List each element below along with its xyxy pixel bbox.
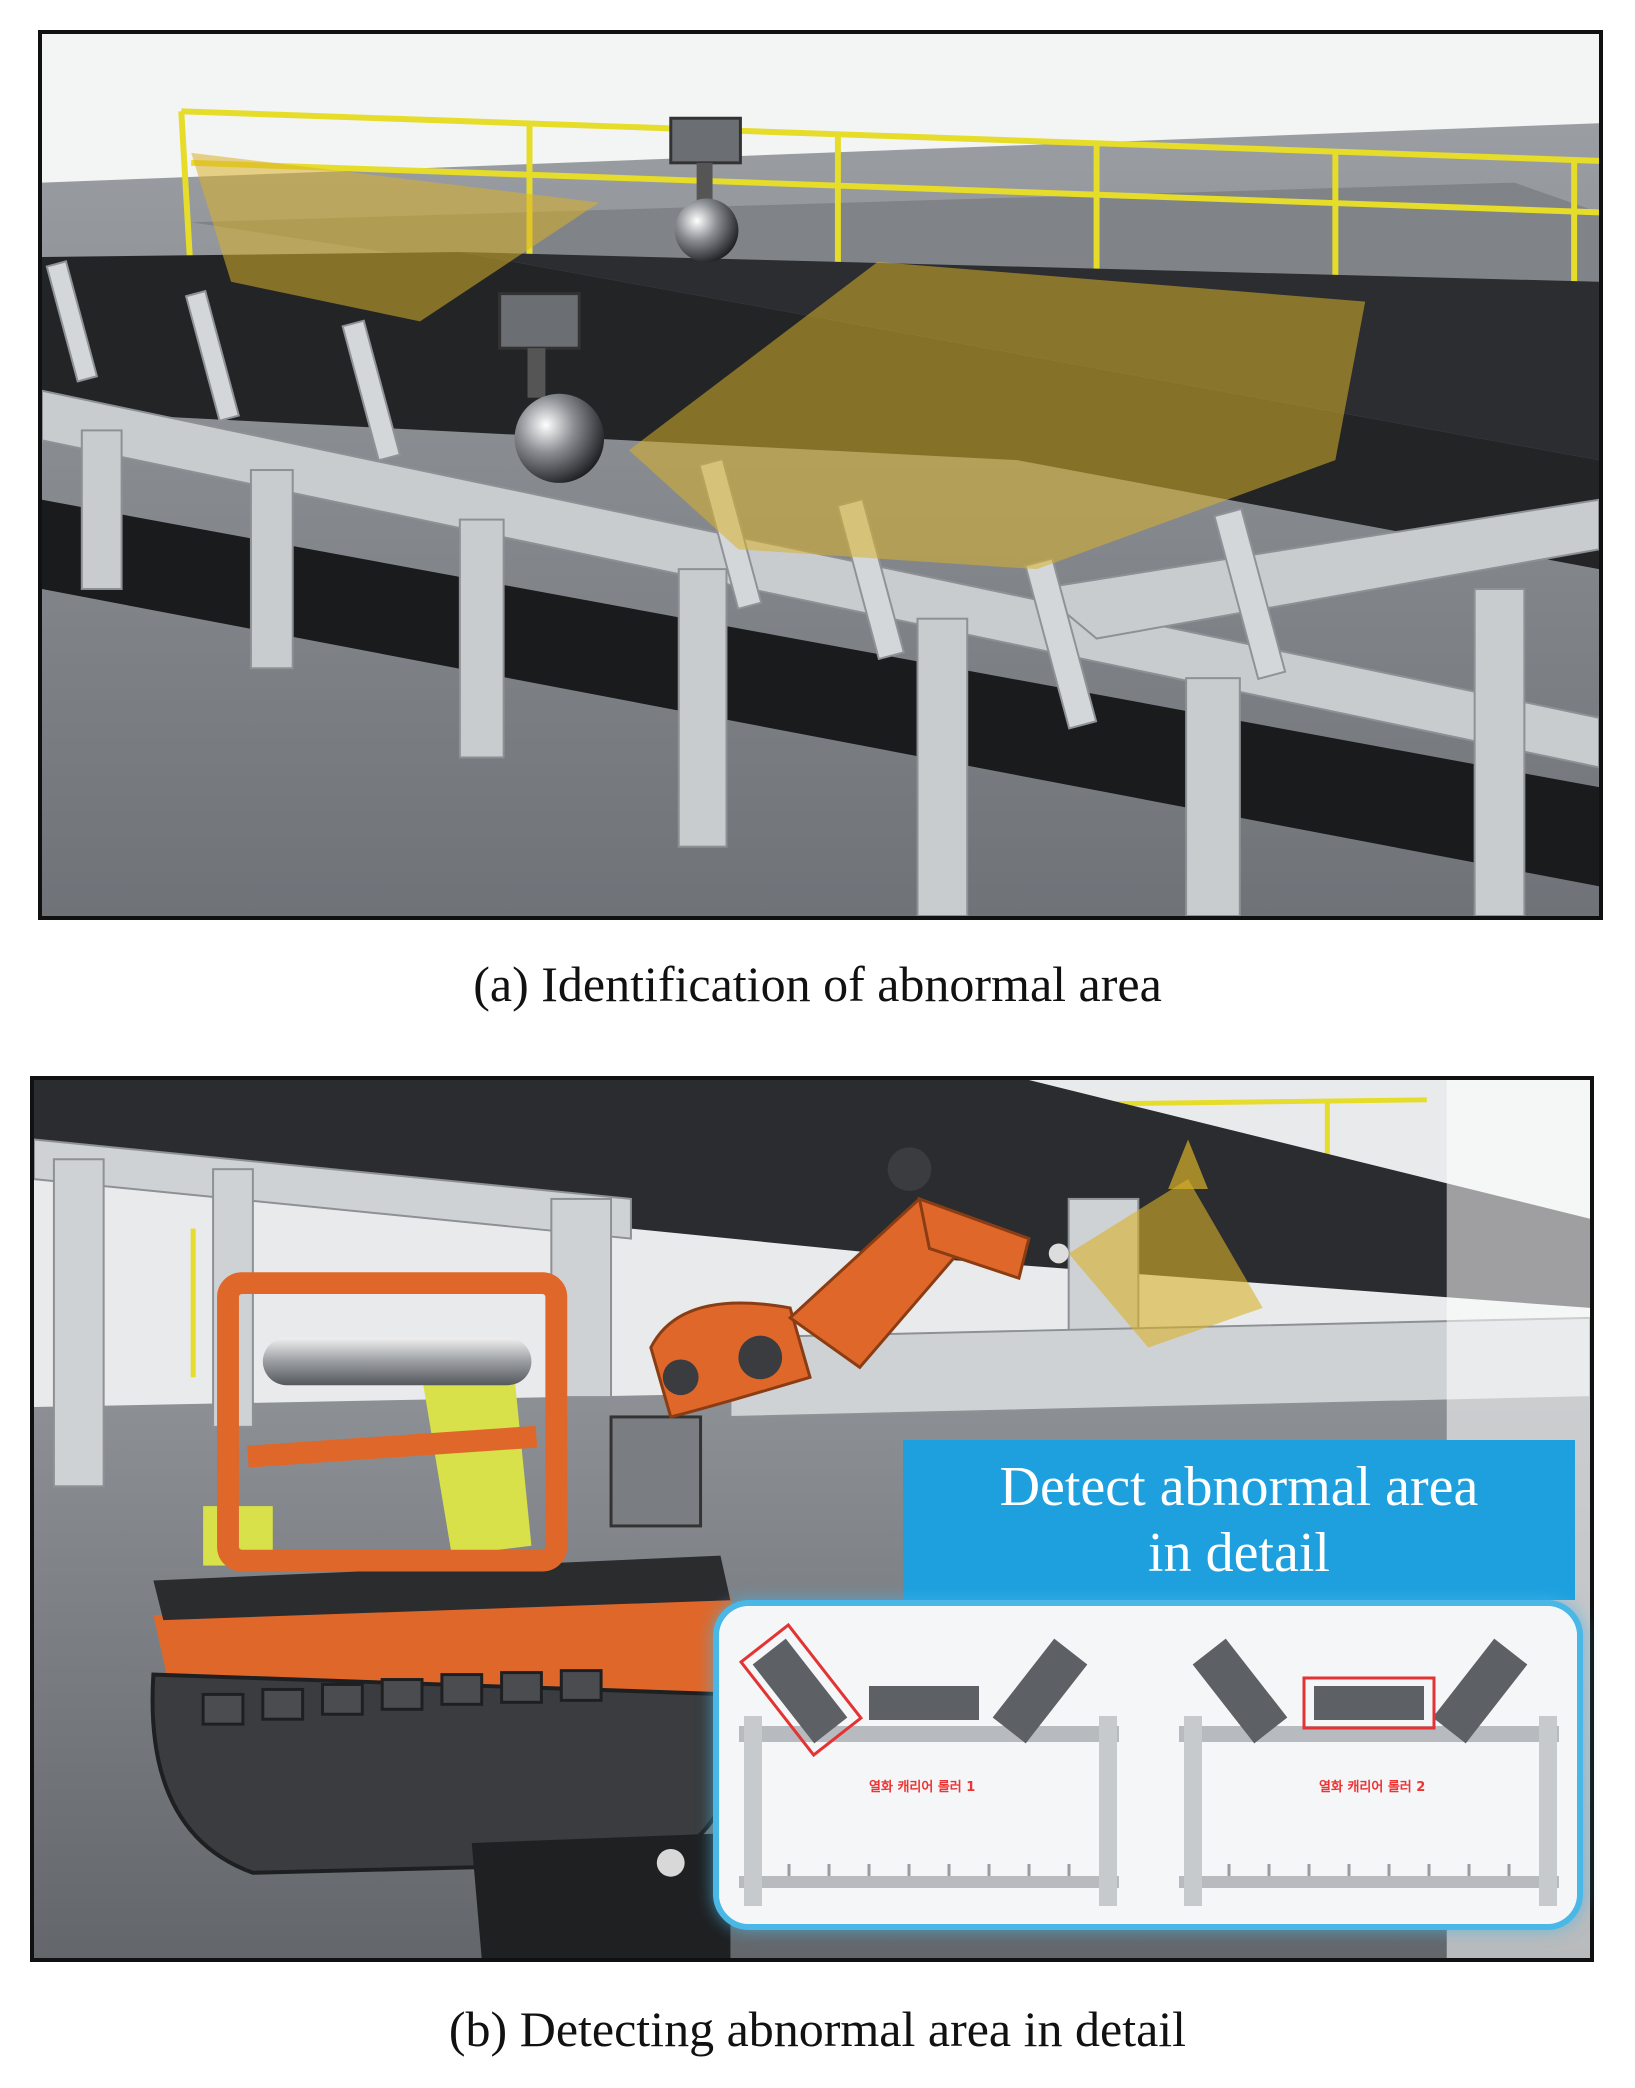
inset-label-left: 열화 캐리어 롤러 1 (869, 1780, 976, 1795)
lower-camera (498, 292, 605, 483)
detect-abnormal-callout: Detect abnormal area in detail (903, 1440, 1575, 1600)
upper-camera (669, 116, 742, 262)
panel-a-illustration (38, 30, 1603, 920)
idler-set-left (738, 1622, 1119, 1906)
roller-defect-diagram (719, 1606, 1577, 1924)
camera-field-of-view (628, 261, 1366, 570)
caption-panel-b: (b) Detecting abnormal area in detail (448, 2001, 1187, 2057)
robot-platform (153, 1555, 731, 1621)
idler-set-right (1179, 1638, 1559, 1906)
callout-line-2: in detail (1148, 1522, 1330, 1584)
defect-box-left (738, 1622, 864, 1758)
camera-field-of-view (191, 152, 600, 322)
spare-roller (262, 1337, 532, 1386)
sensor-field-of-view (1068, 1179, 1263, 1348)
caption-panel-a: (a) Identification of abnormal area (473, 956, 1162, 1012)
callout-line-1: Detect abnormal area (999, 1456, 1479, 1518)
roller-defect-inset: 열화 캐리어 롤러 1 열화 캐리어 롤러 2 (713, 1600, 1583, 1930)
inset-label-right: 열화 캐리어 롤러 2 (1319, 1780, 1426, 1795)
defect-box-right (1302, 1676, 1436, 1730)
steel-frame (42, 389, 1599, 916)
conveyor-camera-scene (42, 34, 1599, 916)
roller-holder-frame (217, 1272, 568, 1572)
tracked-robot-base (150, 1595, 751, 1958)
robot-arm (609, 1147, 1069, 1528)
